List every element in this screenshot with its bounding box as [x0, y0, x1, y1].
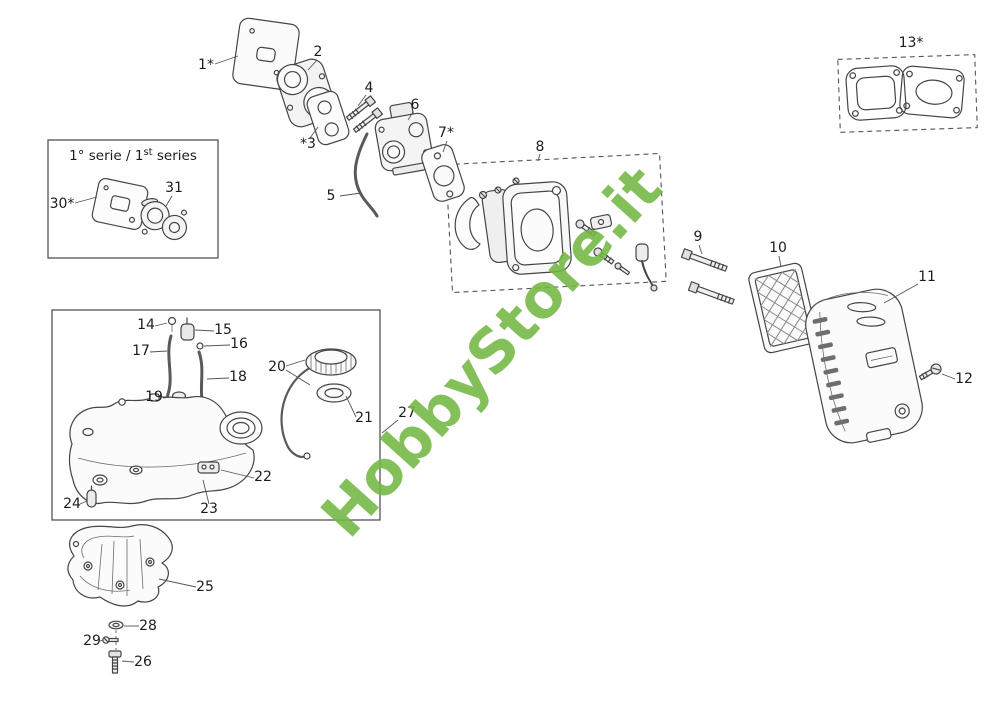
part-16-fitting [196, 342, 204, 350]
part-label-27: 27 [398, 405, 416, 421]
part-label-15: 15 [214, 322, 232, 338]
part-4-bolts [345, 95, 384, 133]
part-5-fuel-line [353, 132, 379, 218]
part-label-22: 22 [254, 469, 272, 485]
part-22-vent [197, 461, 220, 474]
part-label-11: 11 [918, 269, 936, 285]
fuel-tank-body [68, 393, 263, 505]
gasket-kit-dashed-box [837, 54, 978, 133]
part-label-23: 23 [200, 501, 218, 517]
part-label-28: 28 [139, 618, 157, 634]
first-series-label-suffix: series [153, 148, 197, 164]
part-25-guard [67, 524, 173, 607]
part-label-17: 17 [132, 343, 150, 359]
part-12-screw [918, 363, 942, 381]
part-6-carburetor [374, 102, 434, 176]
part-24-plug [86, 485, 97, 508]
part-3-gasket [306, 90, 350, 146]
part-30-gasket [91, 177, 149, 231]
part-7-gasket [421, 144, 465, 202]
part-26-bolt [108, 650, 122, 674]
first-series-label: 1° serie / 1st series [69, 147, 197, 164]
part-10-air-filter [748, 262, 818, 354]
part-label-21: 21 [355, 410, 373, 426]
fuel-tank-group-box [51, 309, 381, 521]
part-label-3: *3 [300, 136, 316, 152]
part-label-9: 9 [694, 229, 703, 245]
part-label-4: 4 [365, 80, 374, 96]
part-label-25: 25 [196, 579, 214, 595]
part-label-30: 30* [50, 196, 75, 212]
part-15-fuel-filter [180, 317, 195, 341]
part-8-airbox-assembly [454, 177, 658, 292]
part-11-filter-cover [805, 288, 923, 444]
part-20-fuel-cap [280, 348, 357, 460]
part-label-5: 5 [327, 188, 336, 204]
part-label-10: 10 [769, 240, 787, 256]
leader-lines [74, 55, 956, 663]
part-label-31: 31 [165, 180, 183, 196]
part-label-6: 6 [411, 97, 420, 113]
first-series-label-sup: st [143, 147, 152, 158]
part-label-18: 18 [229, 369, 247, 385]
first-series-label-prefix: 1° serie / 1 [69, 148, 143, 164]
first-series-box [47, 139, 219, 259]
part-label-16: 16 [230, 336, 248, 352]
part-label-2: 2 [314, 44, 323, 60]
part-label-7: 7* [438, 125, 454, 141]
part-14-fitting [167, 316, 177, 326]
part-13-gasket-kit [845, 65, 965, 121]
fuel-tank-assembly [68, 316, 357, 508]
part-9-bolts [680, 248, 735, 305]
part-28-washer [108, 620, 124, 630]
part-label-26: 26 [134, 654, 152, 670]
part-label-20: 20 [268, 359, 286, 375]
part-label-13: 13* [899, 35, 924, 51]
part-31-manifold [140, 198, 188, 241]
part-label-12: 12 [955, 371, 973, 387]
part-label-8: 8 [536, 139, 545, 155]
choke-lever [635, 243, 658, 292]
part-label-14: 14 [137, 317, 155, 333]
part-label-29: 29 [83, 633, 101, 649]
part-label-1: 1* [198, 57, 214, 73]
part-label-24: 24 [63, 496, 81, 512]
part-label-19: 19 [145, 389, 163, 405]
